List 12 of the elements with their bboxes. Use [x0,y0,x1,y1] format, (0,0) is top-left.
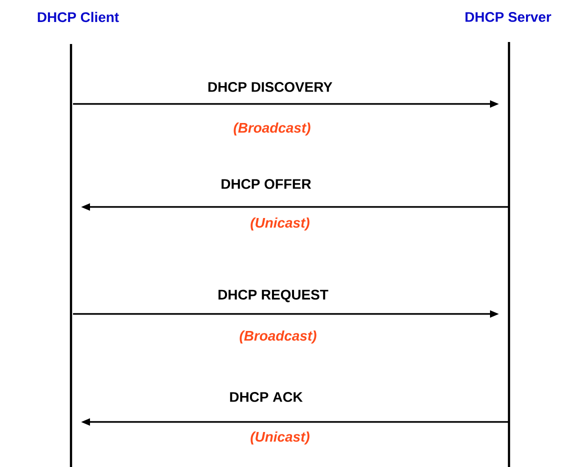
lifeline-title: DHCP Client [38,12,119,22]
edge-label: DHCP DISCOVERY [208,82,332,92]
lifeline [508,42,510,467]
edge-label: DHCP OFFER [222,179,312,189]
edge-label: DHCP ACK [230,392,303,402]
transmission-note: (Broadcast) [234,122,310,136]
transmission-note: (Unicast) [250,217,310,230]
lifeline [70,44,72,467]
transmission-note: (Broadcast) [240,330,316,344]
edge-label: DHCP REQUEST [218,290,328,302]
lifeline-title: DHCP Server [466,12,552,22]
transmission-note: (Unicast) [250,431,310,444]
